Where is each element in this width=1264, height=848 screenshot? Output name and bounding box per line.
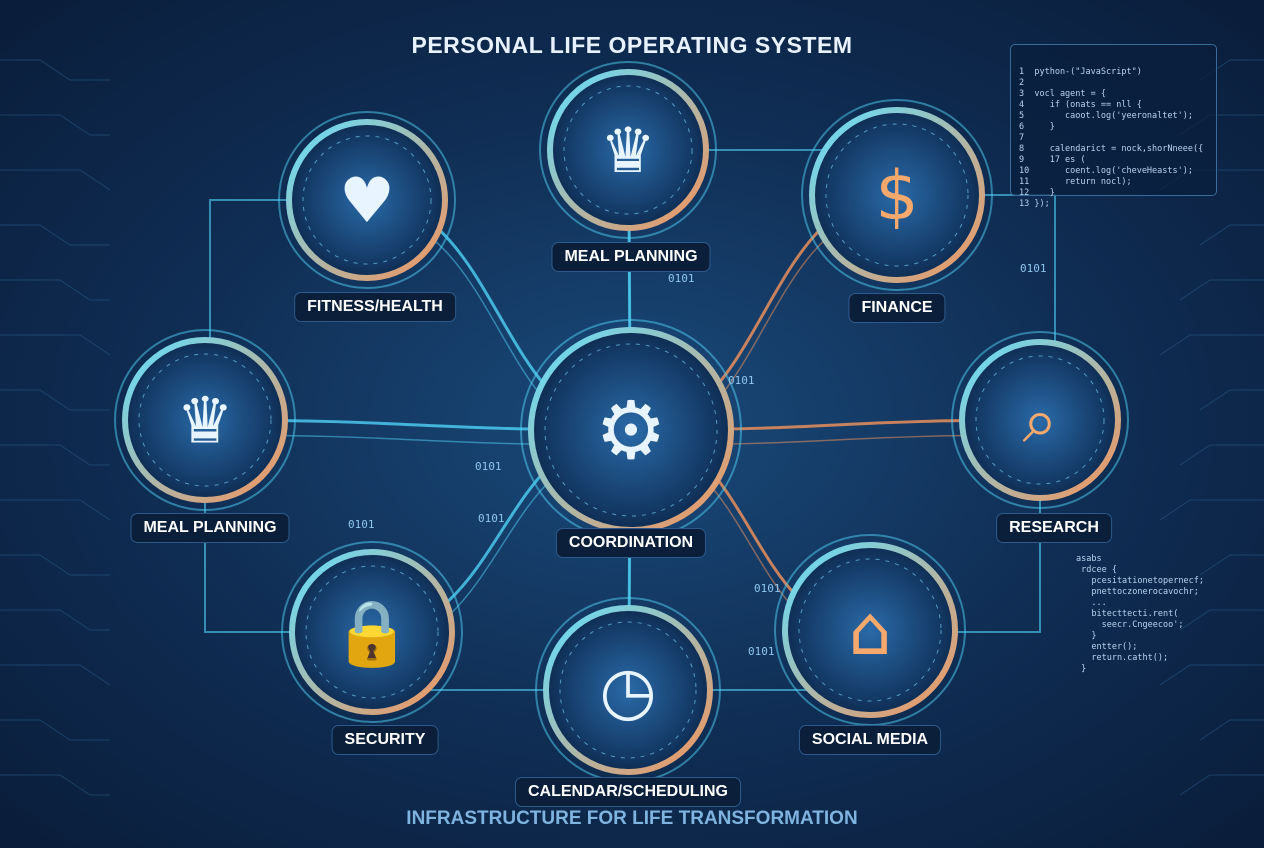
node-inner-ring [305, 565, 439, 699]
node-outer-ring [278, 111, 456, 289]
node-circle [122, 337, 288, 503]
binary-text: 0101 [668, 272, 695, 285]
node-inner-ring [138, 353, 272, 487]
code-text: asabs rdcee { pcesitationetopernecf; pne… [1076, 554, 1204, 674]
circuit-line [1199, 554, 1264, 576]
circuit-line [0, 224, 110, 246]
binary-text: 0101 [1020, 262, 1047, 275]
node-inner-ring [559, 621, 697, 759]
chef-hat-icon: ♛ [600, 114, 656, 187]
code-window-top: 1 python-("JavaScript") 2 3 vocl agent =… [1010, 44, 1217, 209]
circuit-line [1199, 389, 1264, 411]
circuit-line [1159, 334, 1264, 356]
node-circle [289, 549, 455, 715]
circuit-line [1179, 279, 1264, 301]
node-outer-ring [114, 329, 296, 511]
node-inner-ring [302, 135, 432, 265]
node-outer-ring [801, 99, 993, 291]
node-inner-ring [563, 85, 693, 215]
chef-hat-icon: ♛ [176, 384, 233, 458]
node-circle [959, 339, 1121, 501]
node-label: MEAL PLANNING [130, 513, 290, 543]
node-label: CALENDAR/SCHEDULING [515, 777, 741, 807]
circuit-line [1179, 444, 1264, 466]
circuit-line [0, 774, 110, 796]
node-outer-ring [539, 61, 717, 239]
node-inner-ring [798, 558, 942, 702]
node-label: MEAL PLANNING [551, 242, 711, 272]
code-window-bottom: asabs rdcee { pcesitationetopernecf; pne… [1072, 550, 1207, 674]
gear-clock-icon: ⚙ [595, 384, 667, 477]
circuit-line [0, 59, 110, 81]
circuit-line [1179, 609, 1264, 631]
circuit-line [0, 279, 110, 301]
clock-icon: ◷ [599, 653, 656, 729]
node-circle [782, 542, 958, 718]
binary-text: 0101 [748, 645, 775, 658]
node-label: FITNESS/HEALTH [294, 292, 456, 322]
node-circle [547, 69, 709, 231]
circuit-line [0, 664, 111, 686]
circuit-line [0, 554, 110, 576]
circuit-line [0, 444, 110, 466]
circuit-line [0, 334, 111, 356]
node-inner-ring [975, 355, 1105, 485]
runner-heart-icon: ♥ [339, 164, 395, 237]
node-label: SECURITY [331, 725, 439, 755]
binary-text: 0101 [475, 460, 502, 473]
node-label: SOCIAL MEDIA [798, 725, 942, 755]
circuit-line [1199, 224, 1264, 246]
house-people-icon: ⌂ [848, 592, 891, 671]
node-label: RESEARCH [996, 513, 1112, 543]
magnifier-icon: ⌕ [1023, 384, 1058, 457]
circuit-line [0, 719, 110, 741]
shield-lock-icon: 🔒 [332, 596, 412, 670]
node-outer-ring [281, 541, 463, 723]
circuit-line [1159, 499, 1264, 521]
binary-text: 0101 [478, 512, 505, 525]
binary-text: 0101 [754, 582, 781, 595]
circuit-line [0, 389, 110, 411]
circuit-line [1199, 719, 1264, 741]
circuit-line [0, 114, 110, 136]
node-circle [809, 107, 985, 283]
circuit-line [1179, 774, 1264, 796]
node-label: FINANCE [848, 293, 946, 323]
dollar-cycle-icon: $ [875, 157, 918, 236]
circuit-line [0, 499, 111, 521]
node-circle [543, 605, 713, 775]
binary-text: 0101 [728, 374, 755, 387]
page-title: PERSONAL LIFE OPERATING SYSTEM [411, 32, 853, 58]
code-text: 1 python-("JavaScript") 2 3 vocl agent =… [1019, 67, 1204, 209]
node-outer-ring [951, 331, 1129, 509]
circuit-line [0, 169, 111, 191]
circuit-line [1159, 664, 1264, 686]
binary-text: 0101 [348, 518, 375, 531]
node-label: COORDINATION [555, 528, 707, 558]
circuit-line [0, 609, 110, 631]
node-circle [286, 119, 448, 281]
node-inner-ring [825, 123, 969, 267]
page-subtitle: INFRASTRUCTURE FOR LIFE TRANSFORMATION [406, 808, 858, 829]
node-inner-ring [544, 343, 718, 517]
